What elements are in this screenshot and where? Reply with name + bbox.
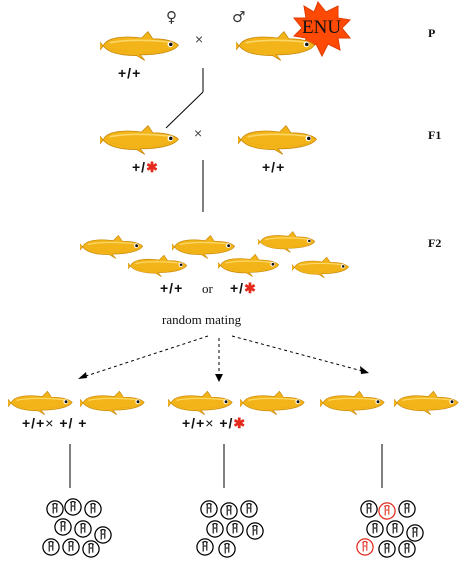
cross1-left-geno: +/+ — [22, 415, 46, 431]
f1-cross-sign: × — [194, 125, 203, 141]
mating-arrows — [79, 335, 367, 379]
f2-fish-5 — [218, 253, 280, 278]
f2-fish-4 — [128, 254, 188, 278]
cross3-fish-right — [394, 390, 459, 416]
cross2-left-geno: +/+ — [182, 415, 206, 431]
f1-mutant-prefix: +/ — [132, 159, 147, 175]
enu-label: ENU — [302, 17, 342, 38]
p-female-genotype: +/+ — [118, 65, 142, 81]
embryo-clutch-2 — [196, 500, 264, 558]
f2-mutant-prefix: +/ — [230, 280, 245, 296]
female-symbol: ♀ — [166, 8, 177, 26]
cross3-fish-left — [320, 390, 385, 416]
cross1-genotype: +/+× +/ + — [22, 415, 87, 431]
mutation-star: ✱ — [233, 415, 247, 431]
mutation-star: ✱ — [244, 280, 257, 296]
cross2-right-prefix: +/ — [219, 415, 234, 431]
male-symbol: ♂ — [232, 8, 246, 26]
cross1-fish-left — [8, 390, 73, 416]
f1-wildtype-genotype: +/+ — [262, 159, 286, 175]
embryo-clutch-1 — [42, 498, 112, 558]
p-diagonal-line — [165, 91, 204, 129]
generation-label-p: P — [428, 26, 436, 40]
f1-mutant-genotype: +/✱ — [132, 159, 159, 176]
cross2-fish-right — [240, 390, 305, 416]
f1-wildtype-fish — [238, 124, 318, 156]
f2-wildtype-genotype: +/+ — [160, 280, 184, 296]
arrow-heads — [78, 366, 369, 382]
cross2-fish-left — [168, 390, 233, 416]
cross1-sign: × — [45, 415, 55, 431]
f2-fish-2 — [172, 234, 236, 260]
cross1-fish-right — [80, 390, 145, 416]
f1-mutant-fish — [100, 124, 180, 156]
cross1-right-prefix: +/ — [59, 415, 74, 431]
f2-mutant-genotype: +/✱ — [230, 280, 257, 297]
generation-label-f2: F2 — [428, 236, 442, 250]
cross1-right-suffix: + — [78, 415, 88, 431]
f2-or-word: or — [202, 281, 213, 296]
f2-fish-3 — [258, 230, 316, 254]
f2-fish-6 — [292, 256, 350, 279]
mutation-star: ✱ — [146, 159, 159, 175]
f2-fish-1 — [80, 234, 144, 260]
cross2-sign: × — [205, 415, 215, 431]
p-female-fish — [100, 30, 180, 62]
p-cross-sign: × — [195, 31, 204, 47]
random-mating-label: random mating — [162, 312, 242, 327]
cross2-genotype: +/+× +/✱ — [182, 415, 246, 432]
generation-label-f1: F1 — [428, 128, 442, 142]
embryo-clutch-3 — [356, 500, 424, 558]
